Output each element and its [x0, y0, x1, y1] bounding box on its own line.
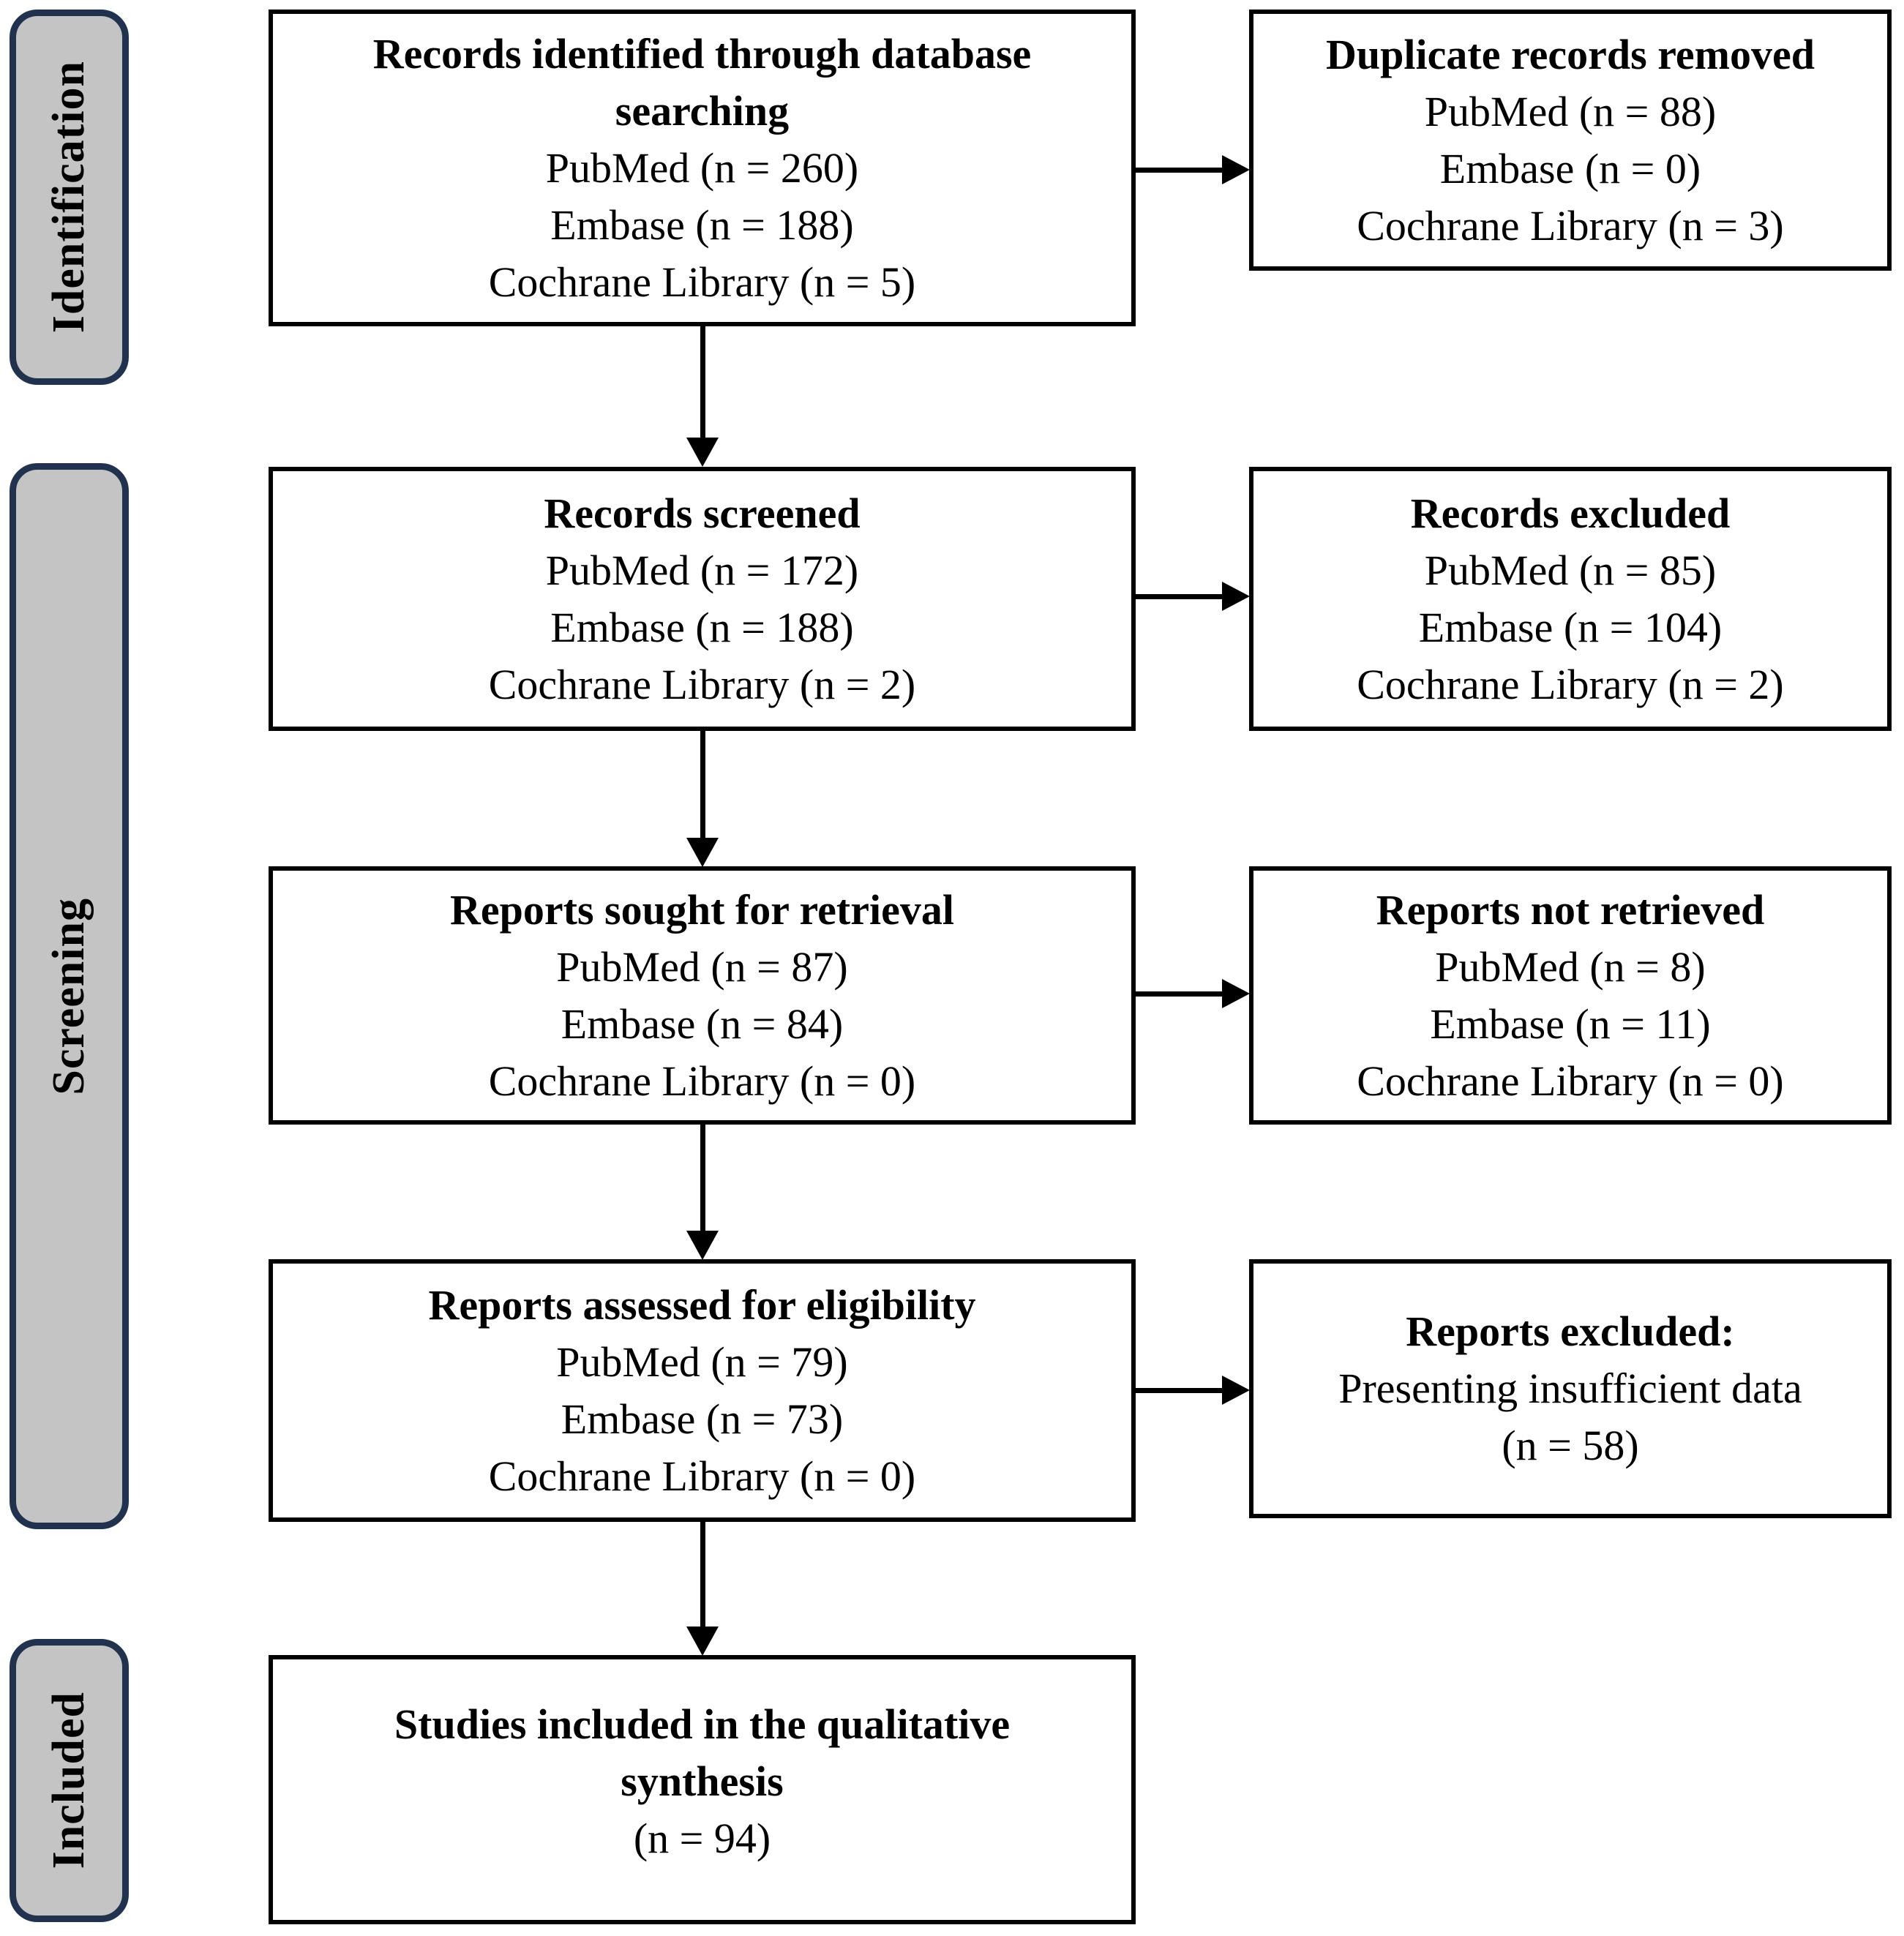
box-reports-not-retrieved: Reports not retrieved PubMed (n = 8) Emb…: [1249, 866, 1892, 1125]
arrow-down-2-stem: [700, 731, 705, 838]
box-records-identified-cochrane: Cochrane Library (n = 5): [488, 258, 916, 306]
box-reports-sought-title: Reports sought for retrieval: [450, 885, 954, 934]
box-reports-excluded-count: (n = 58): [1502, 1422, 1639, 1469]
stage-screening-label: Screening: [44, 897, 94, 1095]
arrow-down-4-stem: [700, 1522, 705, 1627]
box-records-excluded: Records excluded PubMed (n = 85) Embase …: [1249, 467, 1892, 731]
stage-screening: Screening: [10, 463, 129, 1529]
box-reports-assessed: Reports assessed for eligibility PubMed …: [269, 1259, 1136, 1522]
arrow-right-2-stem: [1136, 594, 1222, 599]
box-reports-excluded: Reports excluded: Presenting insufficien…: [1249, 1259, 1892, 1518]
arrow-down-4-head-icon: [686, 1627, 719, 1656]
arrow-down-1-stem: [700, 326, 705, 438]
arrow-right-2-head-icon: [1222, 582, 1250, 611]
arrow-right-1-stem: [1136, 168, 1222, 173]
box-records-excluded-pubmed: PubMed (n = 85): [1424, 546, 1717, 594]
box-reports-sought-cochrane: Cochrane Library (n = 0): [488, 1057, 916, 1105]
box-records-identified: Records identified through database sear…: [269, 10, 1136, 326]
box-reports-assessed-cochrane: Cochrane Library (n = 0): [488, 1452, 916, 1500]
arrow-down-2-head-icon: [686, 838, 719, 867]
box-reports-sought: Reports sought for retrieval PubMed (n =…: [269, 866, 1136, 1125]
box-records-identified-pubmed: PubMed (n = 260): [545, 143, 859, 192]
box-reports-excluded-reason: Presenting insufficient data: [1338, 1365, 1802, 1412]
arrow-down-3-stem: [700, 1125, 705, 1231]
arrow-down-3-head-icon: [686, 1231, 719, 1260]
box-records-screened-embase: Embase (n = 188): [550, 603, 854, 651]
box-reports-sought-pubmed: PubMed (n = 87): [556, 942, 848, 991]
box-records-identified-title: Records identified through database sear…: [372, 29, 1032, 135]
box-duplicates-removed-cochrane: Cochrane Library (n = 3): [1357, 201, 1784, 249]
arrow-down-1-head-icon: [686, 438, 719, 467]
box-reports-not-retrieved-pubmed: PubMed (n = 8): [1435, 942, 1706, 991]
stage-identification-label: Identification: [44, 61, 94, 334]
stage-included-label: Included: [44, 1692, 94, 1869]
box-reports-sought-embase: Embase (n = 84): [561, 999, 844, 1048]
arrow-right-1-head-icon: [1222, 155, 1250, 184]
box-records-identified-embase: Embase (n = 188): [550, 200, 854, 249]
box-records-excluded-title: Records excluded: [1410, 489, 1731, 537]
stage-included: Included: [10, 1639, 129, 1922]
box-reports-not-retrieved-title: Reports not retrieved: [1376, 885, 1765, 934]
box-reports-assessed-embase: Embase (n = 73): [561, 1395, 844, 1443]
box-duplicates-removed-pubmed: PubMed (n = 88): [1424, 87, 1717, 135]
arrow-right-3-head-icon: [1222, 979, 1250, 1008]
box-records-screened-pubmed: PubMed (n = 172): [545, 546, 859, 594]
box-records-screened-title: Records screened: [544, 489, 861, 537]
box-reports-not-retrieved-cochrane: Cochrane Library (n = 0): [1357, 1057, 1784, 1105]
box-records-excluded-embase: Embase (n = 104): [1418, 603, 1723, 651]
box-duplicates-removed: Duplicate records removed PubMed (n = 88…: [1249, 10, 1892, 271]
box-duplicates-removed-title: Duplicate records removed: [1326, 30, 1815, 78]
arrow-right-4-stem: [1136, 1388, 1222, 1393]
box-studies-included-title: Studies included in the qualitative synt…: [394, 1700, 1011, 1805]
box-duplicates-removed-embase: Embase (n = 0): [1439, 144, 1701, 192]
box-records-excluded-cochrane: Cochrane Library (n = 2): [1357, 660, 1784, 708]
box-studies-included-count: (n = 94): [633, 1815, 771, 1862]
arrow-right-3-stem: [1136, 991, 1222, 997]
box-reports-assessed-pubmed: PubMed (n = 79): [556, 1337, 848, 1386]
arrow-right-4-head-icon: [1222, 1376, 1250, 1405]
box-reports-not-retrieved-embase: Embase (n = 11): [1430, 999, 1711, 1048]
box-reports-assessed-title: Reports assessed for eligibility: [428, 1280, 976, 1329]
box-records-screened: Records screened PubMed (n = 172) Embase…: [269, 467, 1136, 731]
box-studies-included: Studies included in the qualitative synt…: [269, 1655, 1136, 1924]
stage-identification: Identification: [10, 10, 129, 385]
box-records-screened-cochrane: Cochrane Library (n = 2): [488, 660, 916, 708]
box-reports-excluded-title: Reports excluded:: [1406, 1307, 1735, 1355]
